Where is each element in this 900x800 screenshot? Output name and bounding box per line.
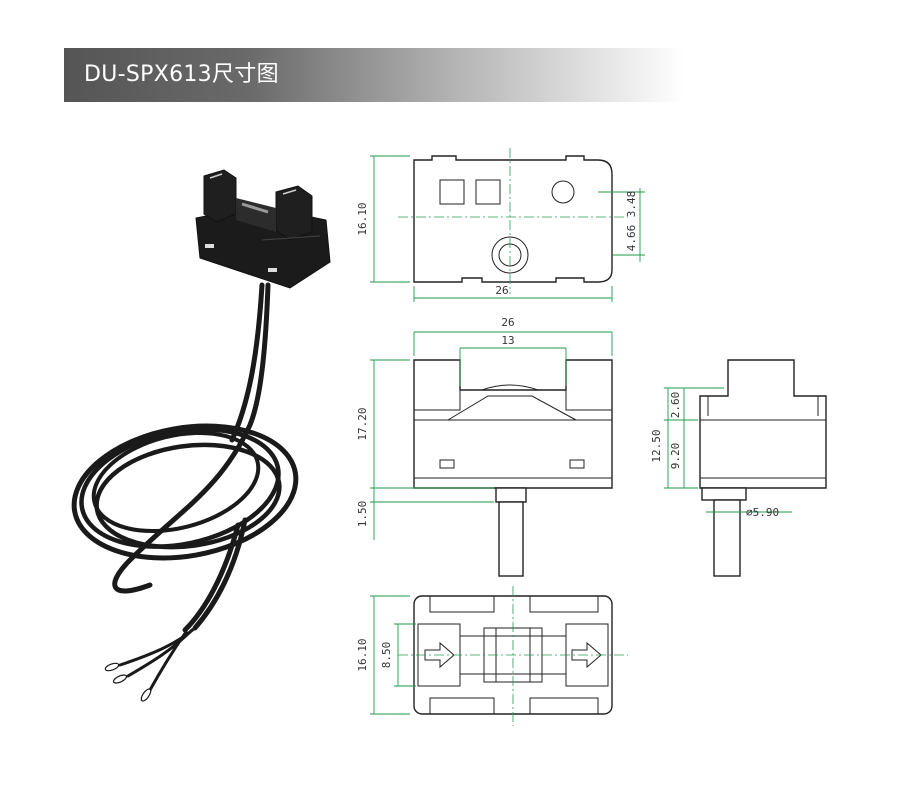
side-diameter-dim: ∅5.90 — [746, 506, 779, 519]
sensor-body — [195, 169, 331, 289]
front-overall-width-dim: 26 — [501, 316, 514, 329]
front-slot-width-dim: 13 — [501, 334, 514, 347]
top-width-dim: 26 — [495, 284, 508, 297]
top-height-dim: 16.10 — [356, 202, 369, 235]
wire-tips — [104, 662, 152, 702]
arrow-icon — [571, 641, 602, 669]
arrow-icon — [424, 641, 455, 669]
front-base-dim: 1.50 — [356, 501, 369, 528]
top-offset-lower-dim: 4.66 — [625, 225, 638, 252]
front-height-dim: 17.20 — [356, 407, 369, 440]
product-photo — [71, 169, 331, 702]
side-total-height-dim: 12.50 — [650, 429, 663, 462]
bottom-inner-dim: 8.50 — [380, 642, 393, 669]
side-lower-dim: 9.20 — [669, 443, 682, 470]
bottom-height-dim: 16.10 — [356, 638, 369, 671]
top-offset-upper-dim: 3.48 — [625, 191, 638, 218]
side-upper-dim: 2.60 — [669, 392, 682, 419]
page-title: DU-SPX613尺寸图 — [84, 62, 279, 87]
side-view: 2.60 12.50 9.20 ∅5.90 — [650, 359, 827, 577]
cable-loop — [71, 282, 299, 692]
header-bar: DU-SPX613尺寸图 — [64, 48, 684, 102]
front-view: 26 13 17.20 1.50 — [356, 316, 613, 577]
top-view: 16.10 26 3.48 4.66 — [356, 148, 645, 302]
bottom-view: 16.10 8.50 — [356, 586, 628, 726]
